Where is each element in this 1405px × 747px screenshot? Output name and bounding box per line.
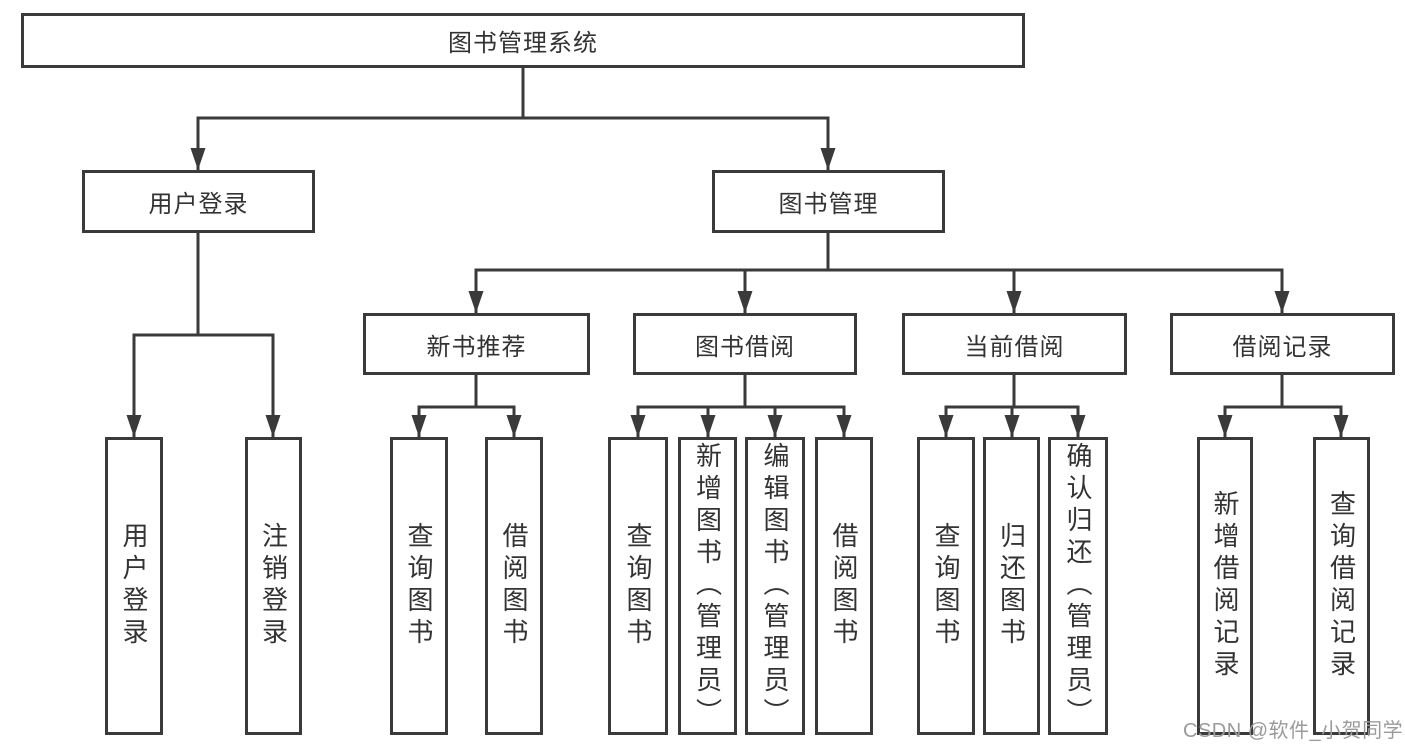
node-current-borrow-label: 当前借阅 — [964, 333, 1065, 361]
watermark: CSDN @软件_小贺同学 — [1183, 720, 1404, 742]
node-root: 图书管理系统 — [21, 13, 1025, 68]
node-book-management: 图书管理 — [712, 170, 945, 233]
node-borrow-records-label: 借阅记录 — [1232, 333, 1333, 361]
leaf-query-books-borrow: 查询图书 — [608, 437, 668, 735]
node-book-borrow-label: 图书借阅 — [695, 333, 795, 361]
node-current-borrow: 当前借阅 — [902, 313, 1127, 375]
leaf-borrow-books-recommend: 借阅图书 — [485, 437, 543, 735]
leaf-user-login: 用户登录 — [105, 437, 163, 735]
leaf-query-books-recommend: 查询图书 — [390, 437, 448, 735]
leaf-borrow-books: 借阅图书 — [815, 437, 873, 735]
leaf-add-borrow-record: 新增借阅记录 — [1197, 437, 1253, 735]
leaf-edit-book-admin: 编辑图书（管理员） — [745, 437, 805, 735]
leaf-query-borrow-record: 查询借阅记录 — [1313, 437, 1370, 735]
leaf-return-book: 归还图书 — [983, 437, 1040, 735]
node-user-login: 用户登录 — [82, 170, 315, 233]
leaf-logout: 注销登录 — [245, 437, 302, 735]
leaf-query-books-current: 查询图书 — [917, 437, 975, 735]
node-user-login-label: 用户登录 — [148, 191, 249, 218]
leaf-add-book-admin: 新增图书（管理员） — [678, 437, 737, 735]
node-book-borrow: 图书借阅 — [633, 313, 857, 375]
node-new-book-recommend: 新书推荐 — [363, 313, 590, 375]
node-root-label: 图书管理系统 — [448, 30, 598, 57]
node-new-book-recommend-label: 新书推荐 — [426, 333, 527, 361]
node-borrow-records: 借阅记录 — [1170, 313, 1395, 375]
node-book-management-label: 图书管理 — [778, 191, 879, 218]
leaf-confirm-return-admin: 确认归还（管理员） — [1048, 437, 1108, 735]
